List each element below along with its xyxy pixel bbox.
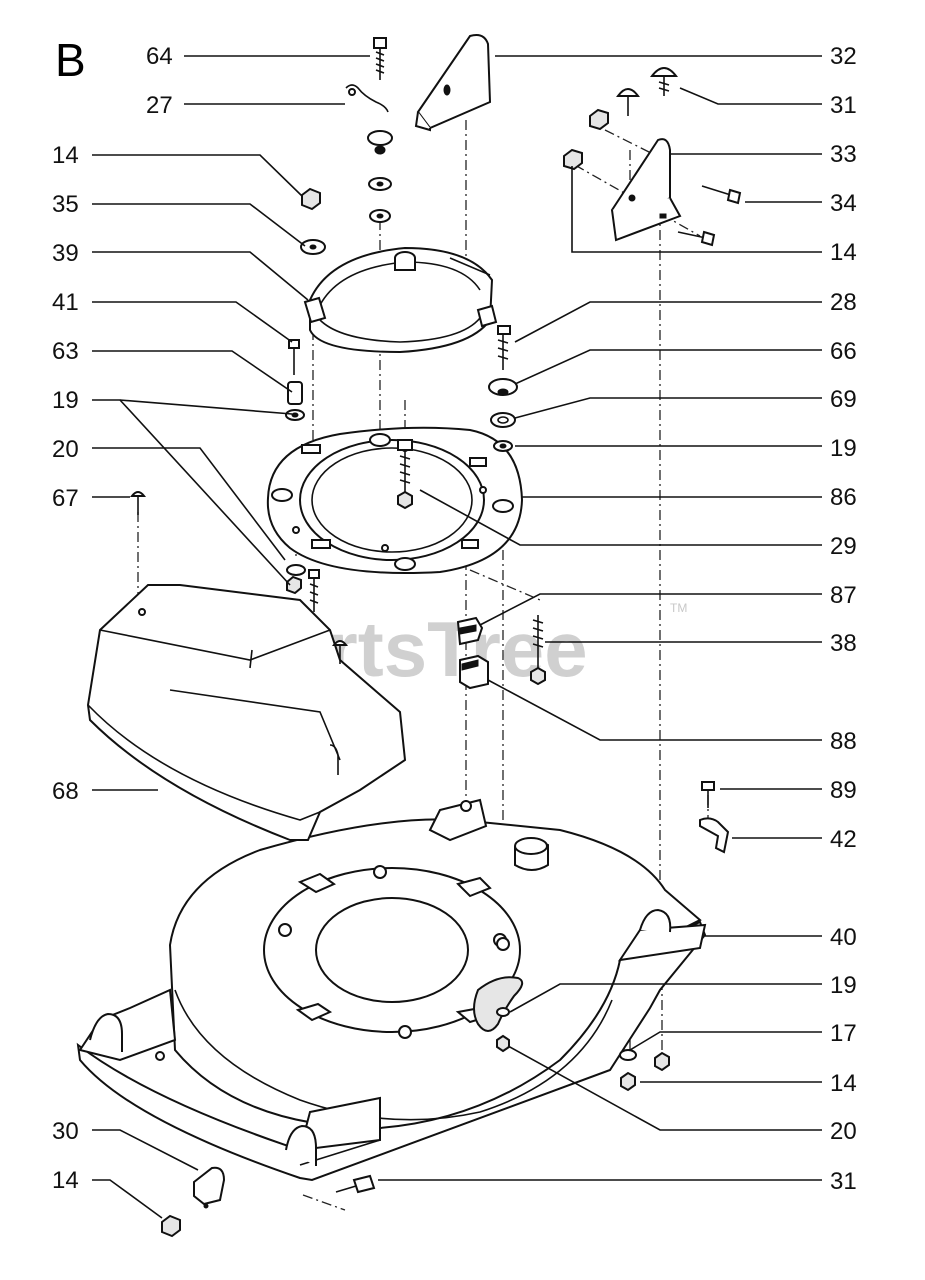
bracket-33 [610,138,682,242]
callout-19-lower-right: 19 [830,972,857,999]
callout-42: 42 [830,826,857,853]
callout-35: 35 [52,191,79,218]
bracket-32 [414,34,492,132]
callout-38: 38 [830,630,857,657]
section-letter: B [55,34,86,86]
callout-34: 34 [830,190,857,217]
callout-88: 88 [830,728,857,755]
callout-32: 32 [830,43,857,70]
callout-39: 39 [52,240,79,267]
callout-28: 28 [830,289,857,316]
callout-68: 68 [52,778,79,805]
callout-20-left: 20 [52,436,79,463]
callout-14-lower-right: 14 [830,1070,857,1097]
callout-30: 30 [52,1118,79,1145]
callout-20-lower-right: 20 [830,1118,857,1145]
baffle-ring [303,246,498,354]
callout-69: 69 [830,386,857,413]
callout-86: 86 [830,484,857,511]
hardware [129,37,742,1238]
callout-41: 41 [52,289,79,316]
mounting-plate [266,426,524,574]
callout-31-top: 31 [830,92,857,119]
callout-63: 63 [52,338,79,365]
callout-40: 40 [830,924,857,951]
callout-29: 29 [830,533,857,560]
callout-89: 89 [830,777,857,804]
callout-64: 64 [146,43,173,70]
callout-14-top-right: 14 [830,239,857,266]
callout-27: 27 [146,92,173,119]
callout-14-upper-left: 14 [52,142,79,169]
callout-66: 66 [830,338,857,365]
callout-17: 17 [830,1020,857,1047]
callout-19-left: 19 [52,387,79,414]
leader-lines [92,55,822,1219]
watermark-tm: TM [670,601,687,615]
callout-labels: 64 27 14 35 39 41 63 19 20 67 68 30 14 3… [52,43,857,1195]
rear-shroud [86,584,407,841]
callout-19-right: 19 [830,435,857,462]
callout-33: 33 [830,141,857,168]
mower-deck [76,798,707,1182]
callout-67: 67 [52,485,79,512]
callout-87: 87 [830,582,857,609]
callout-31-bottom: 31 [830,1168,857,1195]
callout-14-bottom-left: 14 [52,1167,79,1194]
